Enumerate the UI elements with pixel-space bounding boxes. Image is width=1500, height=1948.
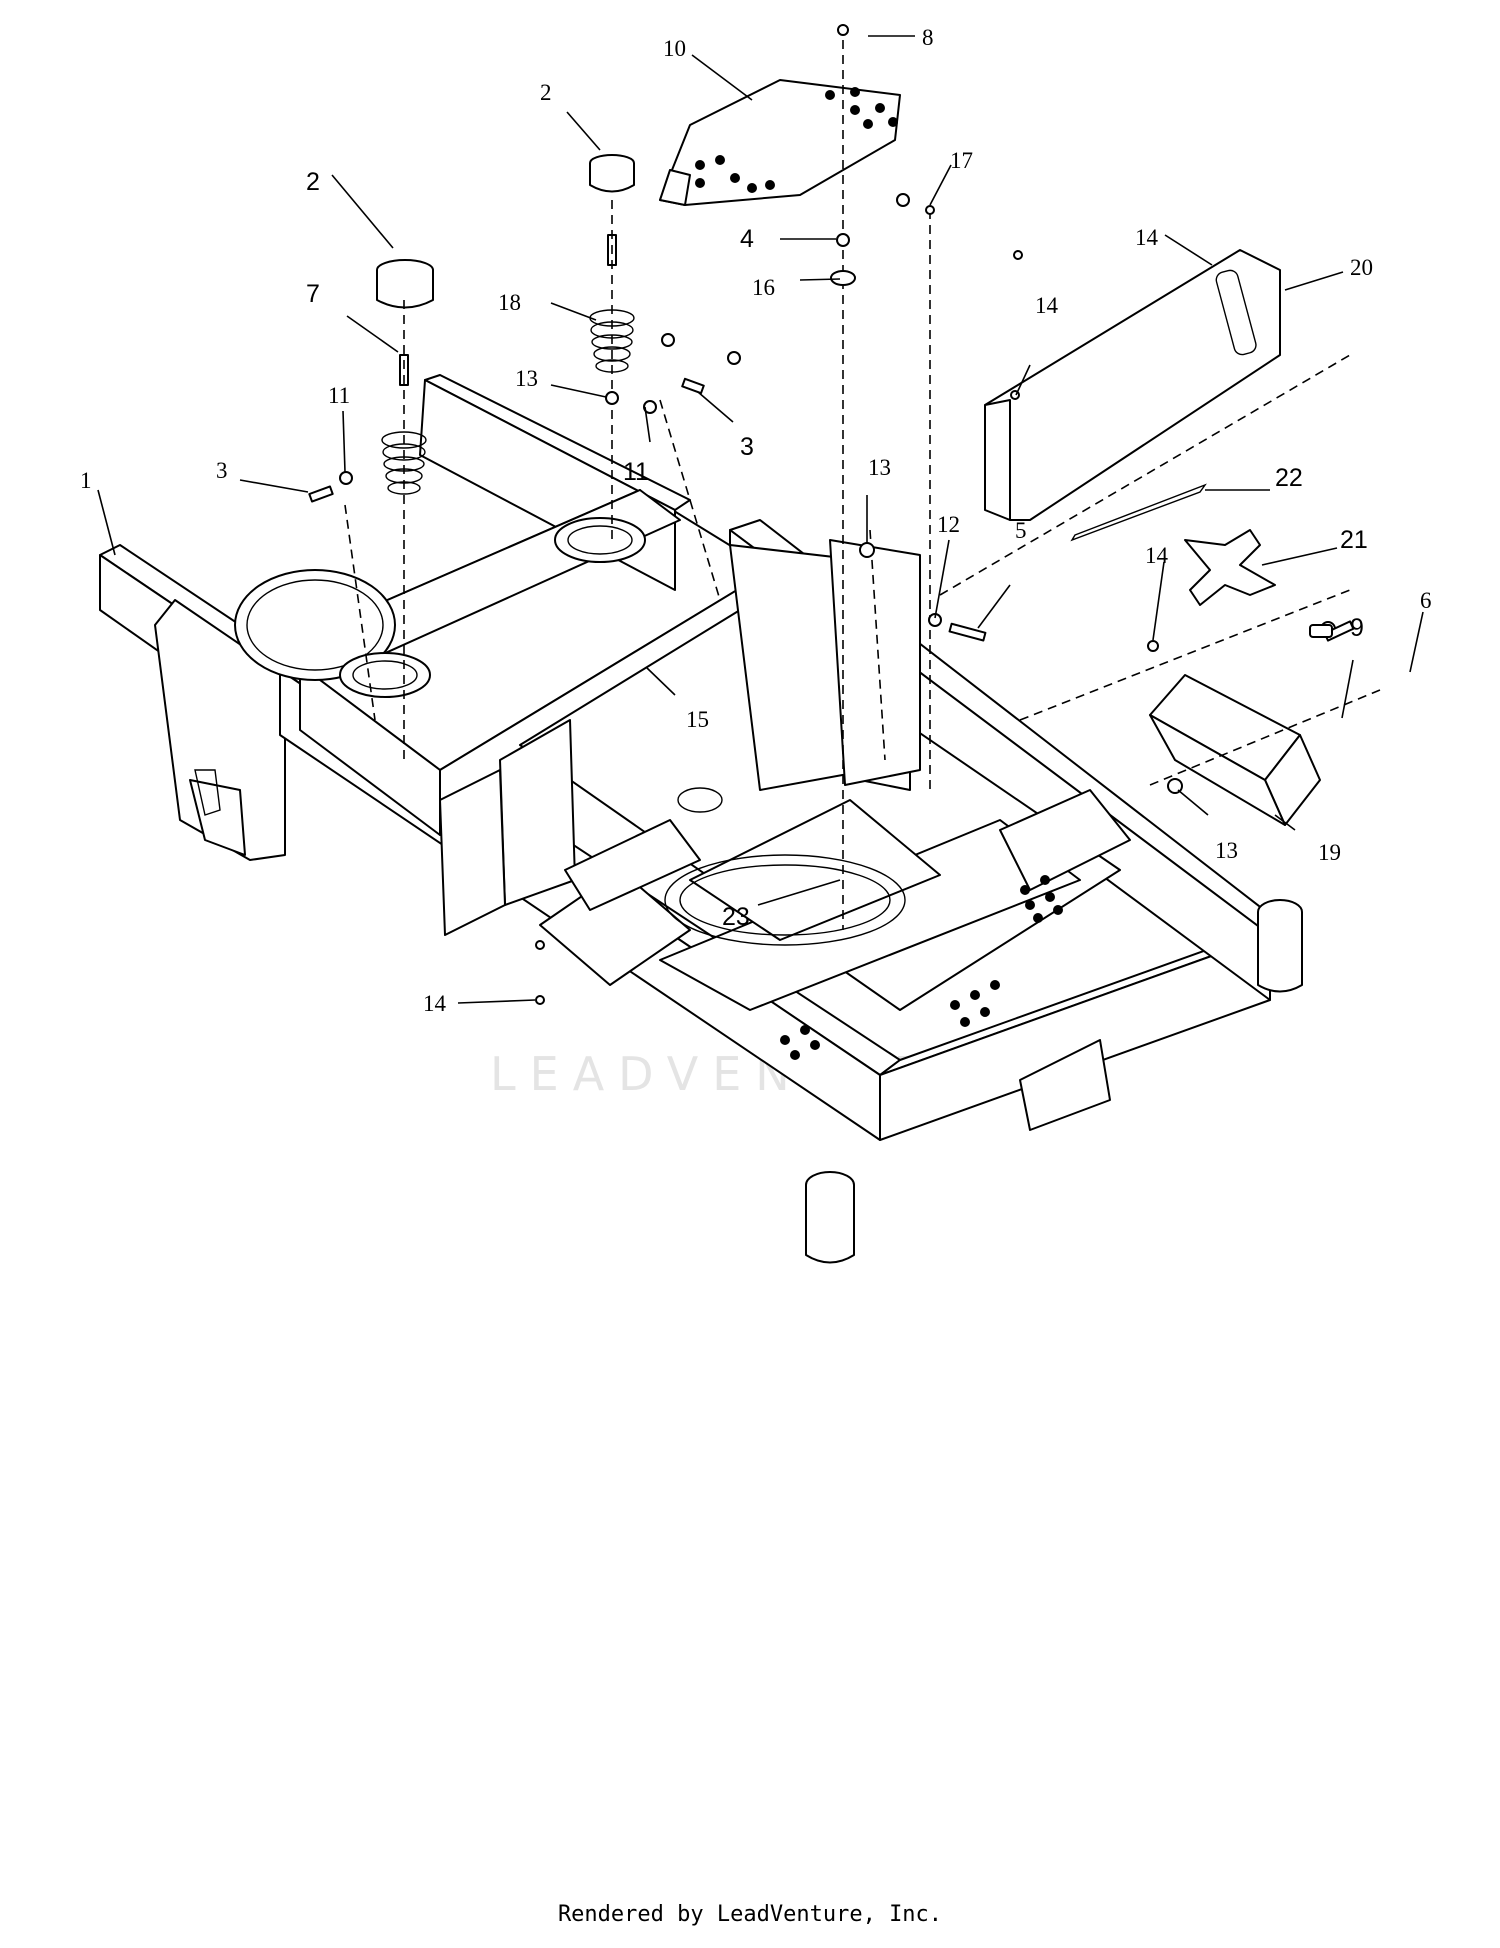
- callout-14: 14: [1145, 543, 1169, 568]
- callout-labels: 1 2 2 3 3 4 5 6 7 8 9 10 11 11 12 13 13 …: [80, 25, 1432, 1016]
- callout-13: 13: [1215, 838, 1238, 863]
- part-10-step-plate: [659, 79, 901, 206]
- callout-11: 11: [328, 383, 350, 408]
- callout-3: 3: [740, 433, 754, 461]
- callout-12: 12: [937, 512, 960, 537]
- part-2-bumper-left: [376, 259, 434, 309]
- callout-17: 17: [950, 148, 973, 173]
- callout-5: 5: [1015, 518, 1027, 543]
- callout-2: 2: [540, 80, 552, 105]
- callout-13: 13: [868, 455, 891, 480]
- part-7-bolt-left: [399, 354, 409, 386]
- leader-lines: [97, 35, 1424, 1004]
- callout-3: 3: [216, 458, 228, 483]
- footer-credit: Rendered by LeadVenture, Inc.: [557, 1902, 943, 1927]
- callout-19: 19: [1318, 840, 1341, 865]
- tread-holes: [780, 875, 1063, 1060]
- callout-13: 13: [515, 366, 538, 391]
- callout-4: 4: [740, 225, 754, 253]
- hardware: [308, 24, 1355, 1005]
- callout-1: 1: [80, 468, 92, 493]
- callout-8: 8: [922, 25, 934, 50]
- callout-14: 14: [1135, 225, 1159, 250]
- callout-15: 15: [686, 707, 709, 732]
- assembly-lines: [344, 40, 1381, 930]
- callout-6: 6: [1420, 588, 1432, 613]
- callout-18: 18: [498, 290, 521, 315]
- callout-14: 14: [1035, 293, 1059, 318]
- main-frame: [99, 374, 1303, 1264]
- callout-2: 2: [306, 168, 320, 196]
- part-19-bracket: [1149, 674, 1321, 826]
- part-22-strap: [1070, 483, 1207, 542]
- callout-14: 14: [423, 991, 447, 1016]
- part-2-bumper-center: [589, 154, 635, 193]
- part-18-spring-left: [381, 431, 427, 495]
- callout-23: 23: [722, 903, 750, 931]
- callout-9: 9: [1350, 614, 1364, 642]
- callout-7: 7: [306, 280, 320, 308]
- callout-10: 10: [663, 36, 686, 61]
- part-20-cover: [984, 249, 1281, 521]
- callout-22: 22: [1275, 464, 1303, 492]
- part-21-bracket: [1184, 529, 1276, 606]
- callout-20: 20: [1350, 255, 1373, 280]
- callout-11: 11: [623, 458, 649, 486]
- callout-16: 16: [752, 275, 775, 300]
- callout-21: 21: [1340, 526, 1368, 554]
